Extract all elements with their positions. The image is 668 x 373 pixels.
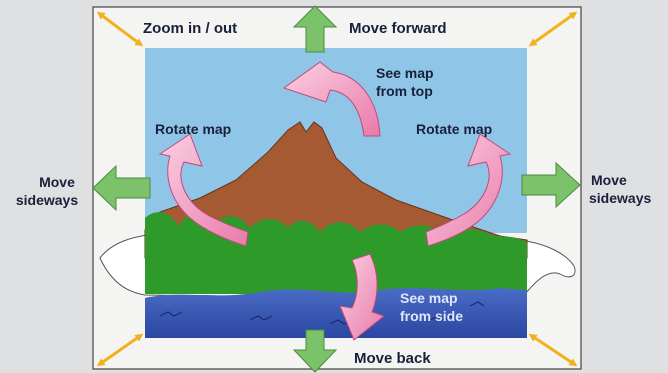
sideways-right-label-line2: sideways [589, 190, 651, 206]
water [145, 288, 527, 338]
see-top-label-line2: from top [376, 83, 433, 99]
rotate-left-label: Rotate map [155, 121, 231, 137]
move-back-label: Move back [354, 350, 431, 367]
sideways-left-label-line2: sideways [16, 192, 78, 208]
see-side-label-line1: See map [400, 290, 458, 306]
sideways-left-label-line1: Move [39, 174, 75, 190]
see-side-label-line2: from side [400, 308, 463, 324]
see-top-label-line1: See map [376, 65, 434, 81]
zoom-label: Zoom in / out [143, 20, 237, 37]
move-forward-label: Move forward [349, 20, 447, 37]
rotate-right-label: Rotate map [416, 121, 492, 137]
sideways-right-label-line1: Move [591, 172, 627, 188]
